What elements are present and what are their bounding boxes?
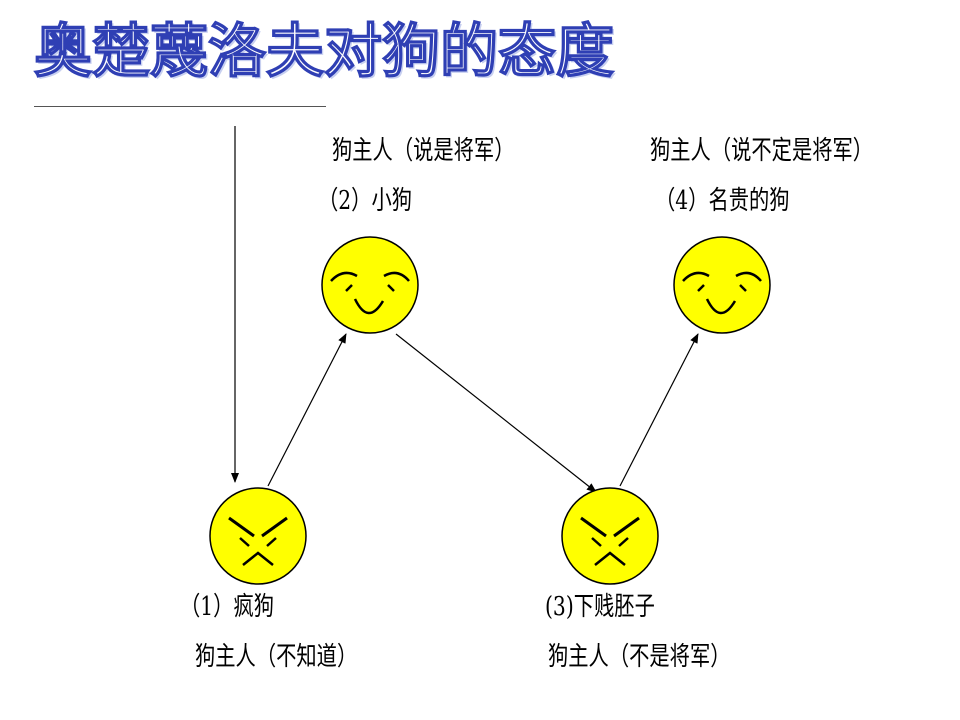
node-1-owner-label: 狗主人（不知道） xyxy=(195,642,358,672)
arrow-lowly-cur-to-noble-dog xyxy=(619,333,699,487)
node-2-dog-label: （2）小狗 xyxy=(318,186,413,216)
arrow-little-dog-to-lowly-cur xyxy=(395,333,597,493)
node-4-dog-label: （4）名贵的狗 xyxy=(655,186,790,216)
node-3-owner-label: 狗主人（不是将军） xyxy=(548,642,731,672)
node-4-owner-label: 狗主人（说不定是将军） xyxy=(650,136,874,166)
smiling-face-icon xyxy=(673,236,771,334)
node-3-dog-label: (3)下贱胚子 xyxy=(545,592,655,622)
smiling-face-icon xyxy=(321,236,419,334)
node-2-owner-label: 狗主人（说是将军） xyxy=(332,136,515,166)
title-underline xyxy=(34,106,326,107)
angry-face-icon xyxy=(209,487,307,585)
node-1-dog-label: （1）疯狗 xyxy=(180,592,275,622)
slide-title: 奥楚蔑洛夫对狗的态度 xyxy=(33,17,615,85)
angry-face-icon xyxy=(561,487,659,585)
arrow-mad-dog-to-little-dog xyxy=(267,333,347,487)
